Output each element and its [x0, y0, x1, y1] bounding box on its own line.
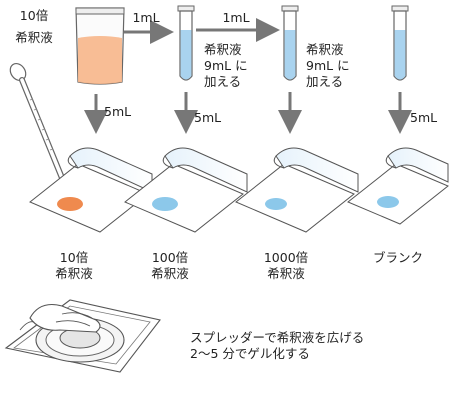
plate-label-3: 1000倍 希釈液	[263, 250, 309, 281]
pipette	[9, 63, 65, 181]
colony-orange	[57, 197, 83, 211]
plate-3	[235, 147, 359, 233]
transfer-label-2: 1mL	[222, 10, 250, 25]
test-tube-1	[177, 5, 195, 81]
diluent-label-1: 希釈液 9mL に 加える	[204, 42, 248, 89]
plate-label-4: ブランク	[372, 250, 423, 265]
plate-2	[124, 147, 248, 233]
inoculum-label-1: 5mL	[104, 104, 132, 119]
inoculum-label-2: 5mL	[194, 110, 222, 125]
test-tube-blank	[391, 5, 409, 81]
spreader-illustration	[4, 299, 161, 373]
plate-label-2: 100倍 希釈液	[151, 250, 189, 281]
plate-1	[29, 147, 153, 233]
instructions: スプレッダーで希釈液を広げる 2～5 分でゲル化する	[190, 330, 365, 361]
inoculum-label-4: 5mL	[410, 110, 438, 125]
sample-bag	[75, 7, 125, 85]
colony-blue	[265, 198, 287, 210]
test-tube-2	[281, 5, 299, 81]
transfer-label-1: 1mL	[132, 10, 160, 25]
plate-label-1: 10倍 希釈液	[55, 250, 93, 281]
plate-4	[347, 147, 449, 225]
colony-blue	[152, 197, 178, 211]
sample-label: 10倍 希釈液	[15, 8, 53, 45]
diluent-label-2: 希釈液 9mL に 加える	[306, 42, 350, 89]
colony-blue	[377, 196, 399, 208]
